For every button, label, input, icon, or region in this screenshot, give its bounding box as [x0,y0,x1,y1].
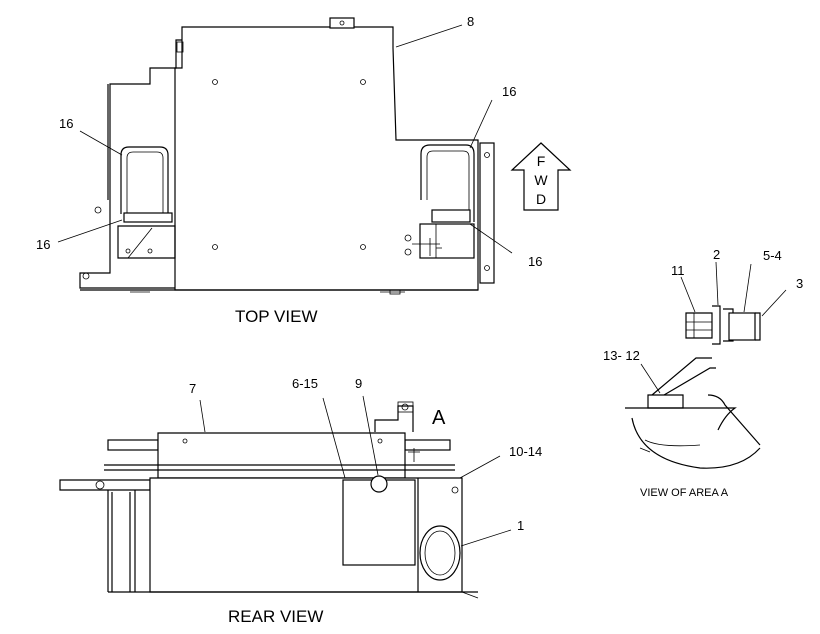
right-handle [420,144,475,222]
callout-16-lower-left: 16 [36,237,50,252]
door-knob [370,475,388,493]
rear-right-rod [404,439,451,451]
right-side-plate [479,142,495,284]
area-a-detail-drawing [625,305,761,469]
rear-view-drawing [59,401,479,599]
callout-10-14: 10-14 [509,444,542,459]
area-a-leaders [640,261,787,394]
callout-8: 8 [467,14,474,29]
callout-16-lower-right: 16 [528,254,542,269]
mount-hole [212,79,218,85]
callout-16-top-right: 16 [502,84,516,99]
callout-11: 11 [671,263,685,278]
top-cover-panel [174,26,479,291]
detail-cap [728,312,756,341]
rear-filter-oval [419,525,461,581]
forward-arrow: F W D [510,142,572,211]
callout-7: 7 [189,381,196,396]
fwd-letter-f: F [537,153,546,169]
rear-access-door [342,479,416,566]
callout-16-left: 16 [59,116,73,131]
mount-hole [212,244,218,250]
rear-cover-panel [157,432,406,479]
top-view-drawing [79,17,495,295]
rear-view-title: REAR VIEW [228,607,323,626]
rear-view-leaders [199,395,512,547]
mount-hole [360,244,366,250]
callout-9: 9 [355,376,362,391]
mount-hole [360,79,366,85]
left-handle [120,146,169,214]
callout-13-12: 13- 12 [603,348,640,363]
left-housing-outline [79,39,182,289]
top-tab [329,17,355,29]
callout-3: 3 [796,276,803,291]
top-view-leaders [57,24,513,254]
rear-left-rod [107,439,159,451]
callout-1: 1 [517,518,524,533]
area-a-view-title: VIEW OF AREA A [640,487,729,499]
callout-2: 2 [713,247,720,262]
callout-5-4: 5-4 [763,248,782,263]
fwd-letter-w: W [534,172,548,188]
callout-6-15: 6-15 [292,376,318,391]
area-a-marker: A [432,407,446,429]
fwd-letter-d: D [536,191,546,207]
top-view-title: TOP VIEW [235,307,318,326]
